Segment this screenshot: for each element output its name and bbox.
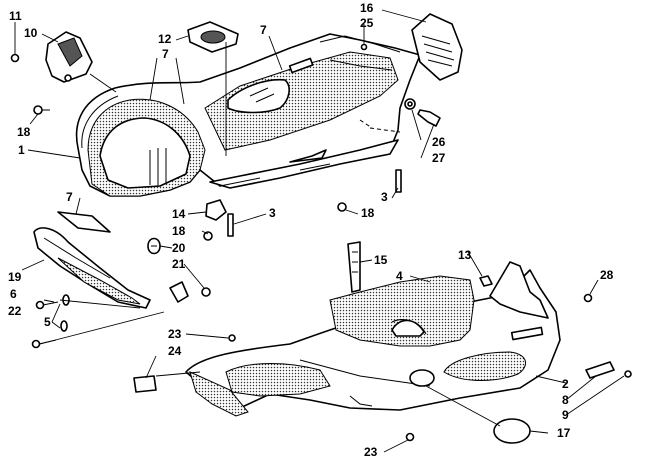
screw-part <box>479 275 493 287</box>
callout-9: 9 <box>562 408 569 422</box>
callout-28: 28 <box>600 268 614 282</box>
callout-26: 26 <box>432 135 446 149</box>
callout-3: 3 <box>381 190 388 204</box>
callout-8: 8 <box>562 393 569 407</box>
callout-24: 24 <box>168 344 182 358</box>
side-rail-part <box>33 227 189 309</box>
callout-2: 2 <box>562 377 569 391</box>
screw-part <box>583 293 593 303</box>
vent-grille-part <box>187 21 239 53</box>
callout-14: 14 <box>172 207 186 221</box>
callout-18: 18 <box>361 206 375 220</box>
callout-21: 21 <box>172 257 186 271</box>
callout-20: 20 <box>172 241 186 255</box>
callout-13: 13 <box>458 248 472 262</box>
screw-part <box>228 334 236 342</box>
callout-7: 7 <box>66 190 73 204</box>
callout-7: 7 <box>162 47 169 61</box>
callout-25: 25 <box>360 16 374 30</box>
callout-11: 11 <box>9 9 22 23</box>
callout-27: 27 <box>432 151 446 165</box>
callout-23: 23 <box>364 445 378 459</box>
callout-17: 17 <box>557 426 571 440</box>
upper-console-part <box>75 33 421 197</box>
bracket-part <box>133 375 157 393</box>
reflector-plate-part <box>585 361 615 379</box>
left-fasteners <box>31 294 70 349</box>
callout-10: 10 <box>24 26 38 40</box>
callout-12: 12 <box>158 32 172 46</box>
callout-7: 7 <box>260 23 267 37</box>
upper-fasteners <box>10 43 441 297</box>
lower-hood-part <box>185 261 561 417</box>
trim-panel-part <box>57 211 111 233</box>
callout-3: 3 <box>269 206 276 220</box>
callout-4: 4 <box>396 269 403 283</box>
callout-1: 1 <box>18 143 25 157</box>
strap-part <box>347 241 361 293</box>
air-duct-part <box>45 31 93 83</box>
screw-part <box>624 370 632 378</box>
callout-15: 15 <box>374 253 388 267</box>
cover-cap-part <box>493 418 531 444</box>
callout-18: 18 <box>172 224 186 238</box>
callout-labels: 11 10 12 7 7 16 25 18 1 26 27 3 18 7 14 … <box>8 1 614 459</box>
screw-part <box>405 432 415 442</box>
callout-18: 18 <box>17 125 31 139</box>
callout-19: 19 <box>8 270 22 284</box>
callout-16: 16 <box>360 1 374 15</box>
callout-6: 6 <box>10 287 17 301</box>
callout-23: 23 <box>168 327 182 341</box>
leader-lines <box>14 9 625 453</box>
side-vent-part <box>411 13 463 81</box>
callout-22: 22 <box>8 304 22 318</box>
callout-5: 5 <box>44 315 51 329</box>
